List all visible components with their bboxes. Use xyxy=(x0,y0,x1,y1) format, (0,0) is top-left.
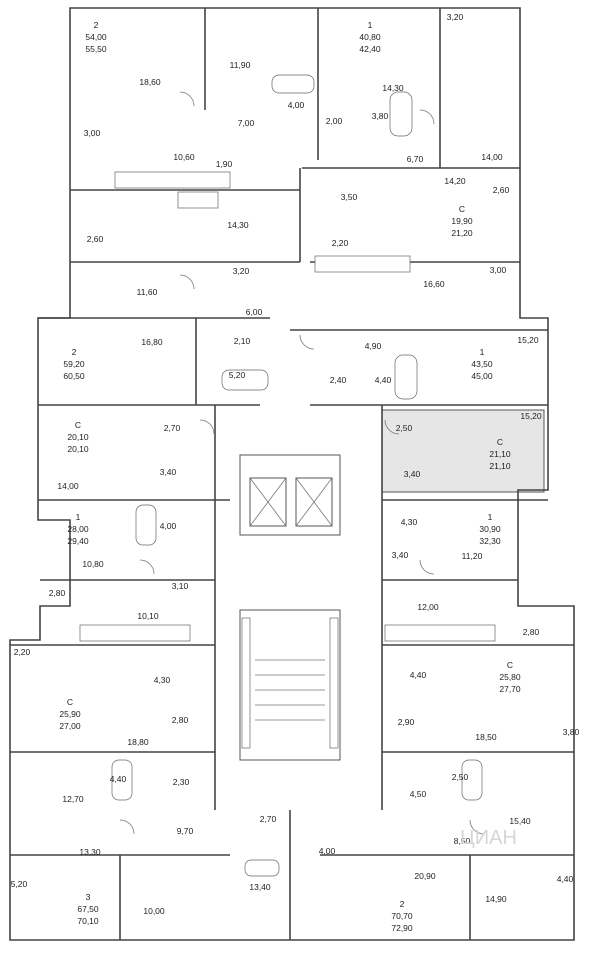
room-area: 13,40 xyxy=(249,882,271,892)
room-area: 13,30 xyxy=(79,847,101,857)
room-area: 10,10 xyxy=(137,611,159,621)
room-area: 3,20 xyxy=(233,266,250,276)
room-area: 4,00 xyxy=(288,100,305,110)
outer-walls xyxy=(9,7,575,941)
room-area: 14,00 xyxy=(481,152,503,162)
cian-watermark: ЦИАН xyxy=(460,827,517,849)
room-area: 2,20 xyxy=(332,238,349,248)
highlighted-apartment-area[interactable] xyxy=(381,409,545,493)
room-area: 4,40 xyxy=(110,774,127,784)
room-area: 16,80 xyxy=(141,337,163,347)
sanitary-fixtures xyxy=(111,74,483,877)
room-area: 3,10 xyxy=(172,581,189,591)
room-area: 18,50 xyxy=(475,732,497,742)
room-area: 15,20 xyxy=(520,411,542,421)
room-area: 10,60 xyxy=(173,152,195,162)
room-area: 11,90 xyxy=(230,60,251,70)
room-area: 10,80 xyxy=(82,559,104,569)
room-area: 6,00 xyxy=(246,307,263,317)
door-swings xyxy=(119,91,485,835)
room-area: 11,60 xyxy=(137,287,158,297)
partitions xyxy=(10,8,574,940)
room-area: 2,80 xyxy=(172,715,189,725)
room-area: 2,90 xyxy=(398,717,415,727)
room-area: 6,70 xyxy=(407,154,424,164)
room-area: 14,00 xyxy=(57,481,79,491)
room-area: 8,50 xyxy=(454,836,471,846)
room-area: 2,20 xyxy=(14,647,31,657)
room-area: 4,30 xyxy=(154,675,171,685)
room-area: 4,00 xyxy=(160,521,177,531)
room-area: 2,50 xyxy=(452,772,469,782)
room-area: 3,80 xyxy=(563,727,580,737)
room-area: 16,60 xyxy=(423,279,445,289)
room-area: 10,00 xyxy=(143,906,165,916)
room-area: 12,70 xyxy=(62,794,84,804)
room-area: 12,00 xyxy=(417,602,439,612)
room-area: 2,30 xyxy=(173,777,190,787)
room-area: 14,20 xyxy=(444,176,466,186)
room-area: 18,80 xyxy=(127,737,149,747)
room-area: 9,70 xyxy=(177,826,194,836)
room-area: 2,70 xyxy=(164,423,181,433)
room-area: 2,40 xyxy=(330,375,347,385)
room-area: 2,80 xyxy=(49,588,66,598)
room-area: 4,00 xyxy=(319,846,336,856)
room-area: 20,90 xyxy=(414,871,436,881)
room-area: 4,90 xyxy=(365,341,382,351)
room-area: 4,40 xyxy=(410,670,427,680)
room-area: 14,30 xyxy=(382,83,404,93)
room-area: 15,40 xyxy=(509,816,531,826)
room-area: 3,50 xyxy=(341,192,358,202)
room-area: 2,80 xyxy=(523,627,540,637)
room-area: 2,10 xyxy=(234,336,251,346)
room-area: 3,80 xyxy=(372,111,389,121)
room-area: 2,00 xyxy=(326,116,343,126)
room-area: 4,40 xyxy=(375,375,392,385)
room-area: 14,30 xyxy=(227,220,249,230)
room-area: 5,20 xyxy=(229,370,246,380)
room-area: 3,20 xyxy=(447,12,464,22)
room-area: 3,00 xyxy=(490,265,507,275)
room-area: 11,20 xyxy=(462,551,483,561)
room-area: 15,20 xyxy=(517,335,539,345)
room-area: 7,00 xyxy=(238,118,255,128)
room-area: 2,60 xyxy=(493,185,510,195)
room-area: 4,30 xyxy=(401,517,418,527)
room-area: 14,90 xyxy=(485,894,507,904)
room-area: 3,40 xyxy=(404,469,421,479)
room-area: 4,50 xyxy=(410,789,427,799)
room-area-labels: 3,20 18,60 11,90 4,00 2,00 3,80 14,30 3,… xyxy=(11,12,580,916)
room-area: 2,70 xyxy=(260,814,277,824)
room-area: 3,40 xyxy=(392,550,409,560)
room-area: 3,00 xyxy=(84,128,101,138)
room-area: 5,20 xyxy=(11,879,28,889)
building-core xyxy=(239,454,341,761)
room-area: 18,60 xyxy=(139,77,161,87)
kitchen-counters xyxy=(79,171,496,642)
room-area: 2,50 xyxy=(396,423,413,433)
room-area: 3,40 xyxy=(160,467,177,477)
room-area: 1,90 xyxy=(216,159,233,169)
room-area: 4,40 xyxy=(557,874,574,884)
room-area: 2,60 xyxy=(87,234,104,244)
